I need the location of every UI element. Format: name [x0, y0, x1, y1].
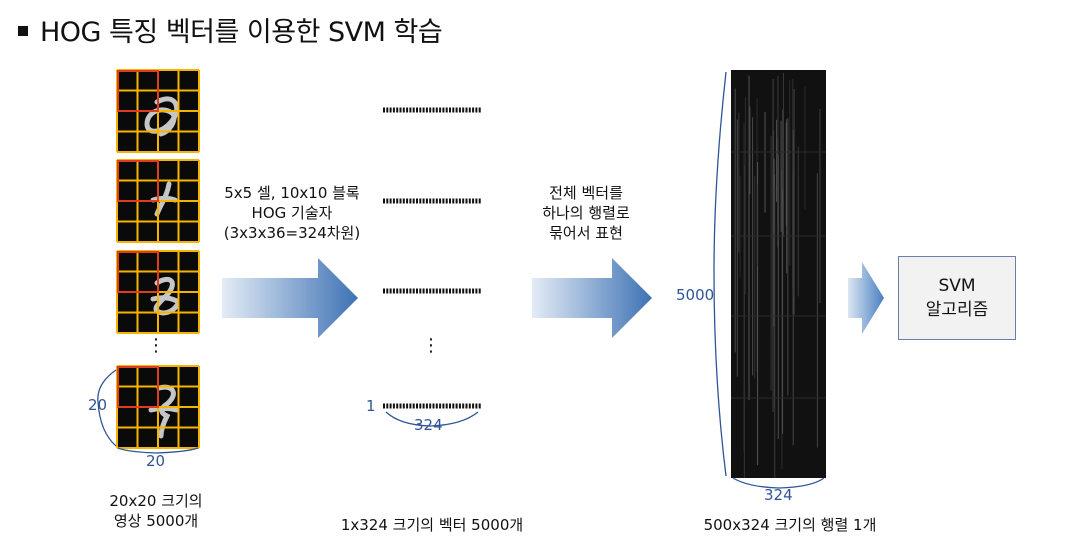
feature-vector-bars — [383, 110, 481, 406]
vectors-caption: 1x324 크기의 벡터 5000개 — [322, 515, 542, 535]
digit-thumbnail — [117, 366, 199, 448]
digit-thumbnail — [117, 70, 199, 152]
image-height-label: 20 — [88, 396, 107, 414]
images-caption: 20x20 크기의 영상 5000개 — [86, 491, 226, 531]
images-caption-line2: 영상 5000개 — [86, 511, 226, 531]
feature-matrix — [731, 70, 826, 478]
svm-algorithm-box: SVM 알고리즘 — [898, 256, 1016, 340]
process-arrow-3 — [848, 262, 884, 334]
images-caption-line1: 20x20 크기의 — [86, 491, 226, 511]
hog-step-line2: HOG 기술자 — [212, 203, 372, 223]
vectors-ellipsis: ⋮ — [421, 336, 441, 356]
matrix-cols-label: 324 — [764, 486, 793, 504]
vector-index-label: 1 — [366, 397, 376, 415]
matrix-step-line1: 전체 벡터를 — [516, 183, 656, 203]
matrix-rows-brace — [714, 72, 726, 476]
hog-step-line1: 5x5 셀, 10x10 블록 — [212, 183, 372, 203]
digit-thumbnail — [117, 251, 199, 333]
matrix-rows-label: 5000 — [676, 286, 714, 304]
images-ellipsis: ⋮ — [146, 336, 166, 356]
matrix-step-line3: 묶어서 표현 — [516, 223, 656, 243]
digit-image-thumbnails — [117, 70, 199, 448]
matrix-caption: 500x324 크기의 행렬 1개 — [690, 515, 890, 535]
svm-box-line2: 알고리즘 — [926, 298, 989, 322]
image-width-label: 20 — [146, 452, 165, 470]
process-arrow-2 — [532, 258, 652, 338]
digit-thumbnail — [117, 160, 199, 242]
svm-box-line1: SVM — [938, 274, 975, 298]
hog-step-label: 5x5 셀, 10x10 블록 HOG 기술자 (3x3x36=324차원) — [212, 183, 372, 243]
matrix-step-label: 전체 벡터를 하나의 행렬로 묶어서 표현 — [516, 183, 656, 243]
hog-step-line3: (3x3x36=324차원) — [212, 223, 372, 243]
matrix-step-line2: 하나의 행렬로 — [516, 203, 656, 223]
vector-length-label: 324 — [414, 416, 443, 434]
process-arrow-1 — [222, 258, 358, 338]
